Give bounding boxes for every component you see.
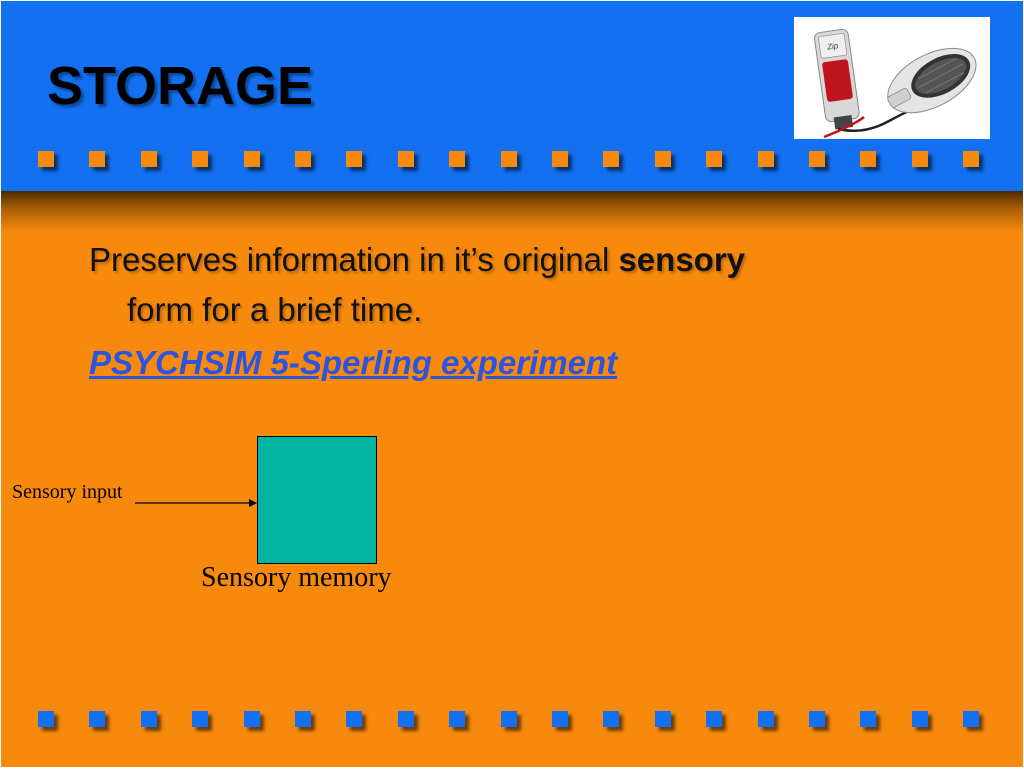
decorative-square: [38, 151, 54, 167]
sensory-memory-box: [257, 436, 377, 564]
slide-title: STORAGE: [47, 56, 314, 116]
decorative-square: [911, 711, 928, 727]
decorative-square: [860, 711, 877, 727]
decorative-square: [552, 711, 568, 727]
decorative-square: [192, 151, 209, 167]
decorative-square: [89, 711, 106, 727]
decorative-square: [757, 151, 774, 167]
decorative-square: [449, 151, 466, 167]
decorative-square: [706, 151, 723, 167]
decorative-square: [757, 711, 774, 727]
decorative-square: [603, 711, 620, 727]
decorative-square: [706, 711, 723, 727]
decorative-square: [140, 151, 157, 167]
decorative-square: [346, 711, 363, 727]
decorative-square: [603, 151, 620, 167]
sensory-memory-label: Sensory memory: [201, 562, 392, 593]
decorative-square: [911, 151, 928, 167]
decorative-square: [809, 711, 825, 727]
decorative-square: [552, 151, 568, 167]
top-decorative-dot-row: [1, 151, 1023, 171]
svg-text:Zip: Zip: [826, 41, 840, 52]
bullet-text-end: form for a brief time.: [127, 291, 423, 328]
decorative-square: [295, 151, 311, 167]
decorative-square: [500, 151, 517, 167]
bottom-decorative-dot-row: [1, 711, 1023, 731]
decorative-square: [654, 711, 671, 727]
decorative-square: [89, 151, 106, 167]
decorative-square: [500, 711, 517, 727]
decorative-square: [38, 711, 54, 727]
bullet-emphasis: sensory: [618, 241, 746, 278]
psychsim-link[interactable]: PSYCHSIM 5-Sperling experiment: [89, 344, 618, 381]
decorative-square: [243, 711, 260, 727]
decorative-square: [654, 151, 671, 167]
bullet-text: Preserves information in it’s original s…: [89, 235, 969, 335]
sensory-input-label: Sensory input: [12, 481, 123, 503]
header-shadow: [1, 191, 1023, 231]
decorative-square: [449, 711, 466, 727]
decorative-square: [860, 151, 877, 167]
decorative-square: [397, 151, 414, 167]
decorative-square: [397, 711, 414, 727]
decorative-square: [192, 711, 209, 727]
decorative-square: [243, 151, 260, 167]
input-arrow: [135, 499, 257, 507]
decorative-square: [295, 711, 311, 727]
decorative-square: [963, 711, 980, 727]
usb-devices-photo-icon: Zip: [794, 17, 990, 139]
decorative-square: [809, 151, 825, 167]
decorative-square: [346, 151, 363, 167]
decorative-square: [140, 711, 157, 727]
bullet-text-start: Preserves information in it’s original: [89, 241, 619, 278]
decorative-square: [963, 151, 980, 167]
